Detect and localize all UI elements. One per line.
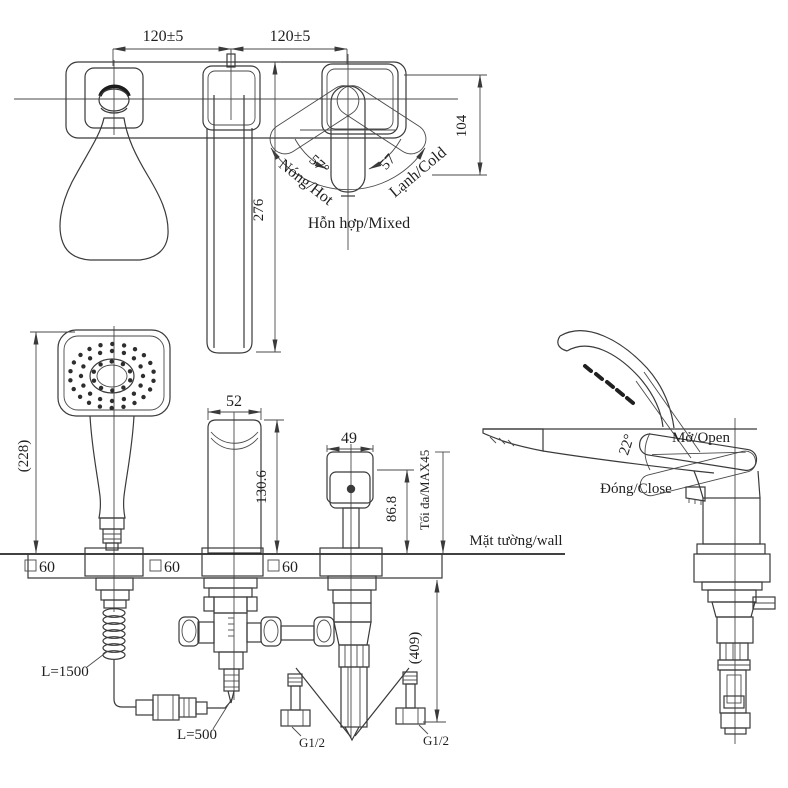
label-cold: Lạnh/Cold	[386, 144, 449, 201]
dim-60-2: 60	[164, 559, 180, 576]
label-g12-left: G1/2	[299, 735, 325, 750]
handle-pin	[346, 484, 356, 494]
dim-104: 104	[454, 114, 470, 137]
dim-86-8: 86.8	[384, 496, 400, 522]
label-close: Đóng/Close	[600, 481, 672, 497]
dim-409: (409)	[407, 632, 423, 665]
handshower-outline-top	[59, 117, 169, 261]
below-wall-side	[693, 553, 776, 735]
side-view: 22° Mở/Open Đóng/Close	[482, 330, 776, 744]
spout-front: 52 130.6	[207, 393, 284, 554]
wall-plate-top-view	[65, 61, 407, 139]
dim-52: 52	[226, 393, 242, 410]
top-view: 120±5 120±5 104 276 57° 57 Nóng/Hot Lạnh…	[14, 28, 487, 354]
escutcheon-shower	[84, 547, 144, 577]
handshower-grip-front	[89, 415, 135, 519]
hose-coil	[102, 608, 126, 660]
dim-60-3: 60	[282, 559, 298, 576]
handle-front: 49 86.8	[326, 430, 414, 554]
dim-276-group: 276	[240, 61, 281, 353]
spout-module-top	[202, 53, 261, 354]
spout-outline-top	[206, 128, 253, 354]
dim-120-left: 120±5	[143, 28, 184, 45]
escutcheon-spout	[201, 547, 264, 577]
front-view: (228) 52 130.6 49 86.8	[0, 326, 565, 750]
wall-group: Mặt tường/wall 60 60 60	[0, 533, 565, 579]
faucet-body-side	[685, 470, 766, 555]
spray-dots	[68, 341, 156, 411]
handle-ghost-cold	[336, 85, 427, 155]
dim-228-group: (228)	[16, 331, 75, 554]
lever-side	[638, 432, 758, 497]
angle-22: 22°	[616, 432, 638, 457]
label-g12-right: G1/2	[423, 733, 449, 748]
below-wall-cross-valve	[178, 577, 335, 704]
label-mixed: Hỗn hợp/Mixed	[308, 215, 410, 232]
dim-276: 276	[251, 198, 267, 221]
dim-130-6: 130.6	[254, 470, 270, 504]
dim-104-group: 104	[404, 74, 487, 176]
dim-228: (228)	[16, 440, 32, 473]
handle-center-top	[330, 85, 366, 193]
dim-120-group: 120±5 120±5	[112, 28, 348, 66]
handshower-front	[57, 329, 171, 551]
nozzle-marks	[583, 364, 635, 405]
g12-fitting-left	[280, 673, 311, 727]
spout-side	[482, 428, 757, 474]
supply-hose-left	[295, 667, 351, 737]
label-hose-long: L=1500	[41, 664, 89, 680]
angle-57-cold: 57	[377, 151, 399, 173]
handle-swing-arc	[270, 147, 426, 191]
hose-connector	[135, 694, 208, 721]
label-open: Mở/Open	[672, 430, 730, 446]
supply-hose-right	[354, 667, 410, 737]
dim-60-1: 60	[39, 559, 55, 576]
shower-holder-module-top	[59, 67, 169, 261]
label-hose-short: L=500	[177, 727, 217, 743]
g12-fitting-right	[395, 671, 426, 725]
handshower-side	[557, 330, 701, 459]
label-wall: Mặt tường/wall	[469, 533, 562, 549]
lever-open	[639, 450, 757, 497]
handle-ghost-hot	[269, 85, 360, 155]
max-reach-group: Tối đa/MAX45	[417, 450, 450, 554]
below-wall-handle-valve: G1/2 G1/2	[280, 575, 449, 750]
label-max-reach: Tối đa/MAX45	[417, 450, 432, 531]
lever-closed	[638, 433, 758, 471]
dim-409-group: (409)	[407, 579, 446, 723]
below-wall-shower: L=1500 L=500	[41, 577, 234, 743]
dim-120-right: 120±5	[270, 28, 311, 45]
dim-49: 49	[341, 430, 357, 447]
